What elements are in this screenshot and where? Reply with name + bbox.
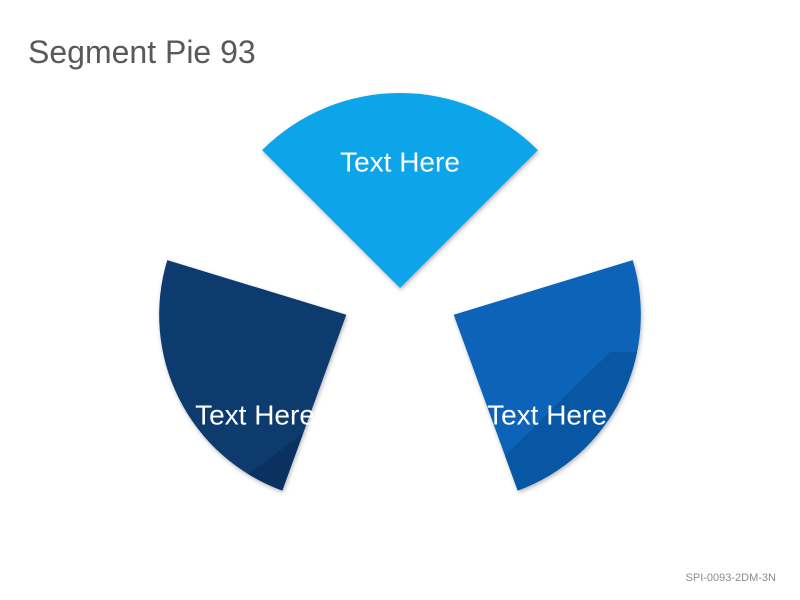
segment-left: Text Here — [159, 260, 347, 491]
slide-title: Segment Pie 93 — [28, 34, 256, 70]
segment-right-shade — [453, 352, 641, 491]
segment-right: Text Here — [453, 260, 641, 491]
segment-left-wedge — [159, 260, 347, 491]
segment-top-wedge — [262, 92, 538, 288]
footer-code: SPI-0093-2DM-3N — [685, 572, 776, 584]
segment-right-label: Text Here — [487, 399, 607, 430]
segment-top-label: Text Here — [340, 146, 460, 177]
segment-left-label: Text Here — [195, 399, 315, 430]
